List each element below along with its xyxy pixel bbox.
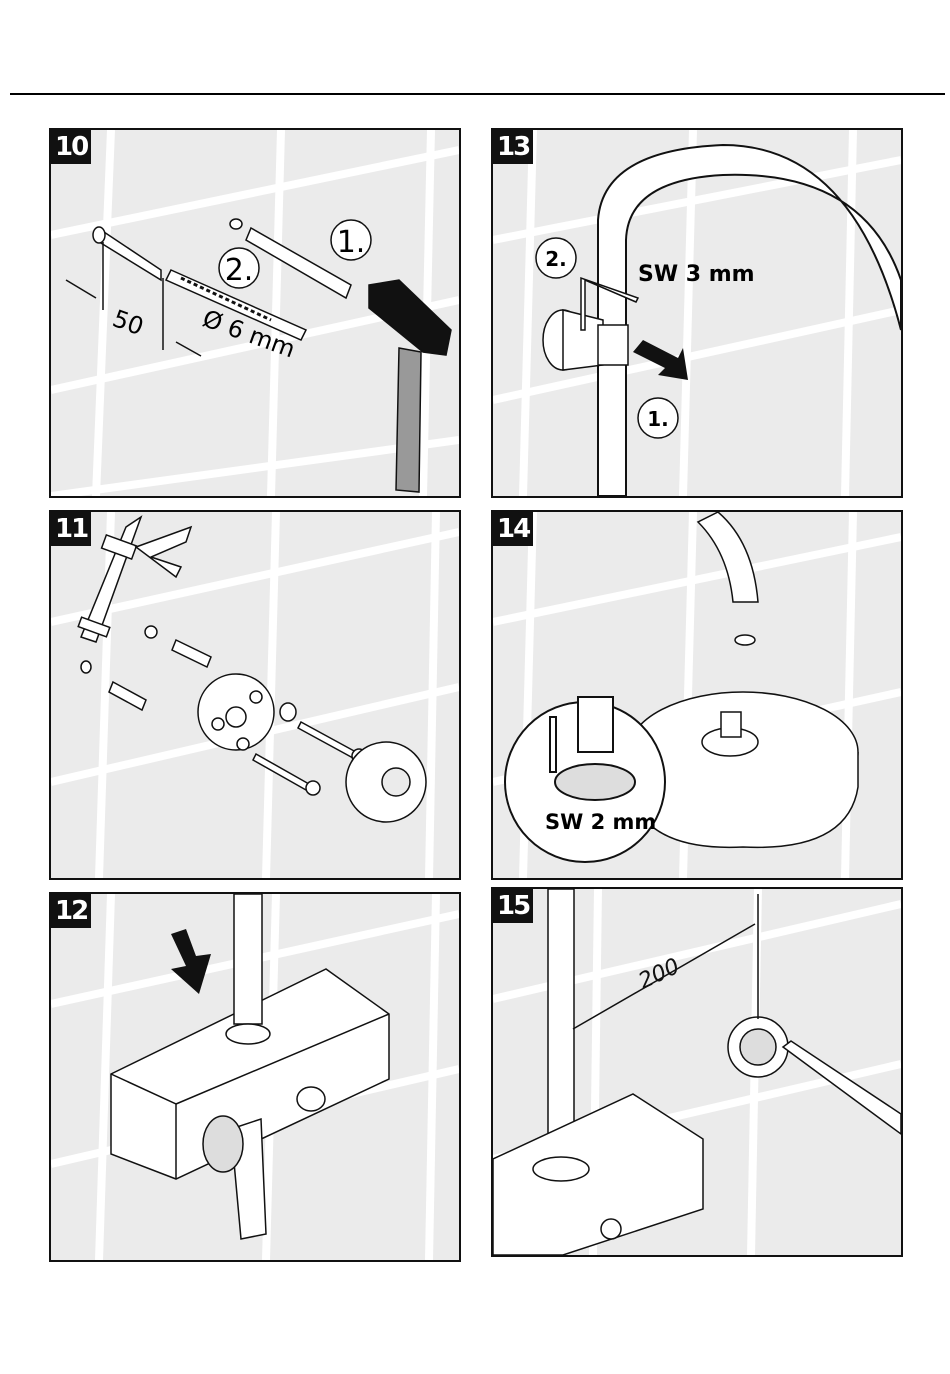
dim-arrow bbox=[66, 280, 96, 298]
hammer bbox=[369, 280, 451, 492]
tile-wall bbox=[51, 512, 459, 878]
push-arrow bbox=[633, 340, 688, 380]
callout-1: 1. bbox=[337, 225, 366, 260]
header-rule bbox=[10, 93, 945, 95]
tool-size: SW 2 mm bbox=[545, 810, 656, 834]
tile-wall: 2. 1. SW 3 mm bbox=[493, 130, 901, 496]
step-panel-11: 11 bbox=[49, 510, 461, 880]
step-panel-15: 200 15 bbox=[491, 887, 903, 1257]
tool-size: SW 3 mm bbox=[638, 262, 755, 287]
tile-wall: 1. 2. 50 Ø 6 mm bbox=[51, 130, 459, 496]
callout-2: 2. bbox=[545, 247, 567, 271]
step-number: 13 bbox=[493, 130, 533, 164]
push-arrow bbox=[171, 929, 211, 994]
step-panel-13: 2. 1. SW 3 mm 13 bbox=[491, 128, 903, 498]
mixer bbox=[493, 1094, 703, 1255]
step-panel-14: SW 2 mm 14 bbox=[491, 510, 903, 880]
mounting-plate bbox=[198, 674, 296, 750]
step-panel-10: 1. 2. 50 Ø 6 mm 10 bbox=[49, 128, 461, 498]
dim-50: 50 bbox=[109, 304, 147, 341]
mixer bbox=[111, 894, 389, 1239]
step-number: 14 bbox=[493, 512, 533, 546]
dowels bbox=[109, 626, 211, 710]
step-number: 15 bbox=[493, 889, 533, 923]
step-number: 11 bbox=[51, 512, 91, 546]
callout-2: 2. bbox=[225, 253, 254, 288]
tile-wall: SW 2 mm bbox=[493, 512, 901, 878]
step-panel-12: 12 bbox=[49, 892, 461, 1262]
step-number: 10 bbox=[51, 130, 91, 164]
callout-1: 1. bbox=[647, 407, 669, 431]
cover-rosette bbox=[346, 742, 426, 822]
step-number: 12 bbox=[51, 894, 91, 928]
tile-wall bbox=[51, 894, 459, 1260]
tile-wall: 200 bbox=[493, 889, 901, 1255]
